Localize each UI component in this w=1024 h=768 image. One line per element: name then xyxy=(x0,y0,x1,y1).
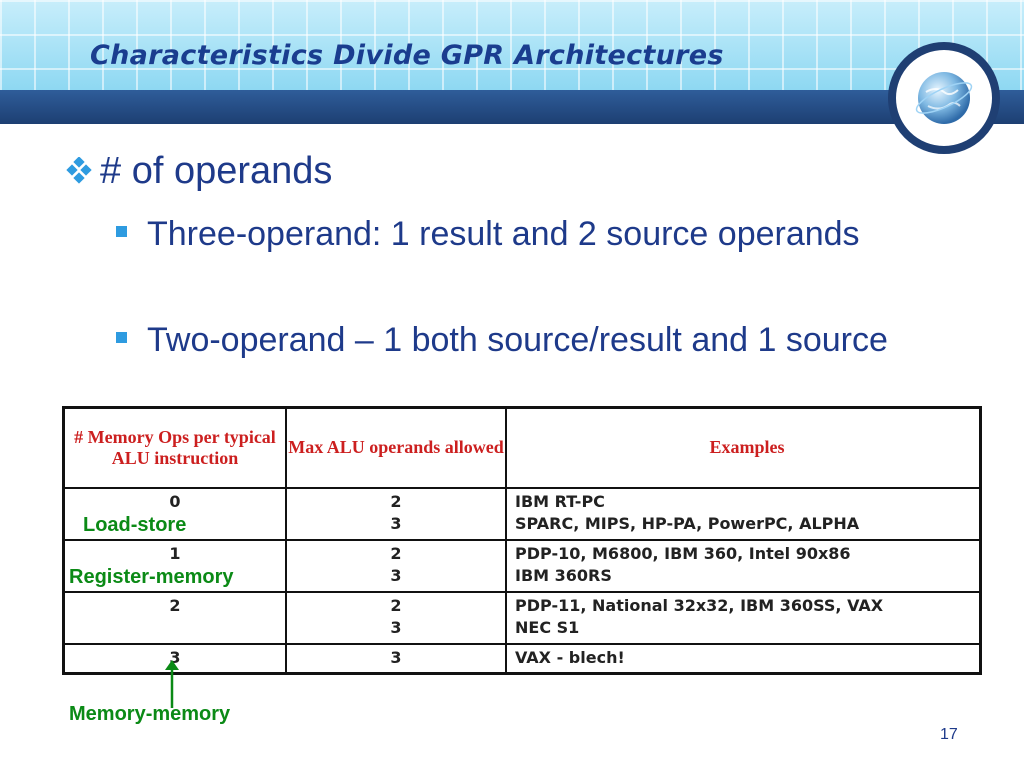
operands-table: # Memory Ops per typical ALU instruction… xyxy=(62,406,982,675)
table-row: 3 3 VAX - blech! xyxy=(62,642,982,675)
cell-examples: PDP-10, M6800, IBM 360, Intel 90x86 IBM … xyxy=(505,538,982,593)
annotation-register-memory: Register-memory xyxy=(69,566,234,588)
header-max-alu-operands: Max ALU operands allowed xyxy=(285,406,507,489)
cell-alu-operands: 2 3 xyxy=(285,538,507,593)
header-memory-ops: # Memory Ops per typical ALU instruction xyxy=(62,406,287,489)
table-row: 2 2 3 PDP-11, National 32x32, IBM 360SS,… xyxy=(62,590,982,645)
up-arrow-icon xyxy=(165,660,179,708)
annotation-memory-memory: Memory-memory xyxy=(69,703,231,725)
cell-examples: PDP-11, National 32x32, IBM 360SS, VAX N… xyxy=(505,590,982,645)
bullet-level1-text: # of operands xyxy=(100,150,333,192)
bullet-level2-1: Three-operand: 1 result and 2 source ope… xyxy=(116,212,907,257)
bullet-level2-2: Two-operand – 1 both source/result and 1… xyxy=(116,318,907,363)
cell-examples: IBM RT-PC SPARC, MIPS, HP-PA, PowerPC, A… xyxy=(505,486,982,541)
cell-mem-ops: 3 xyxy=(62,642,287,675)
cell-mem-ops: 2 xyxy=(62,590,287,645)
cell-mem-ops: 0 xyxy=(62,486,287,541)
square-bullet-icon xyxy=(116,226,127,237)
table-row: 0 2 3 IBM RT-PC SPARC, MIPS, HP-PA, Powe… xyxy=(62,486,982,541)
square-bullet-icon xyxy=(116,332,127,343)
slide-title: Characteristics Divide GPR Architectures xyxy=(90,40,724,71)
table-row: 1 2 3 PDP-10, M6800, IBM 360, Intel 90x8… xyxy=(62,538,982,593)
globe-logo-icon xyxy=(888,42,1000,154)
cell-alu-operands: 2 3 xyxy=(285,590,507,645)
annotation-load-store: Load-store xyxy=(83,514,187,536)
cell-mem-ops: 1 xyxy=(62,538,287,593)
slide-number: 17 xyxy=(940,726,958,743)
cell-alu-operands: 2 3 xyxy=(285,486,507,541)
cell-examples: VAX - blech! xyxy=(505,642,982,675)
diamond-bullet-icon xyxy=(66,154,100,184)
cell-alu-operands: 3 xyxy=(285,642,507,675)
header-bar xyxy=(0,90,1024,124)
header-examples: Examples xyxy=(505,406,982,489)
bullet-level2-1-text: Three-operand: 1 result and 2 source ope… xyxy=(147,215,860,253)
bullet-level2-2-text: Two-operand – 1 both source/result and 1… xyxy=(147,321,888,359)
table-header-row: # Memory Ops per typical ALU instruction… xyxy=(62,406,982,489)
bullet-level1: # of operands xyxy=(66,150,332,193)
header-grid-background xyxy=(0,0,1024,90)
